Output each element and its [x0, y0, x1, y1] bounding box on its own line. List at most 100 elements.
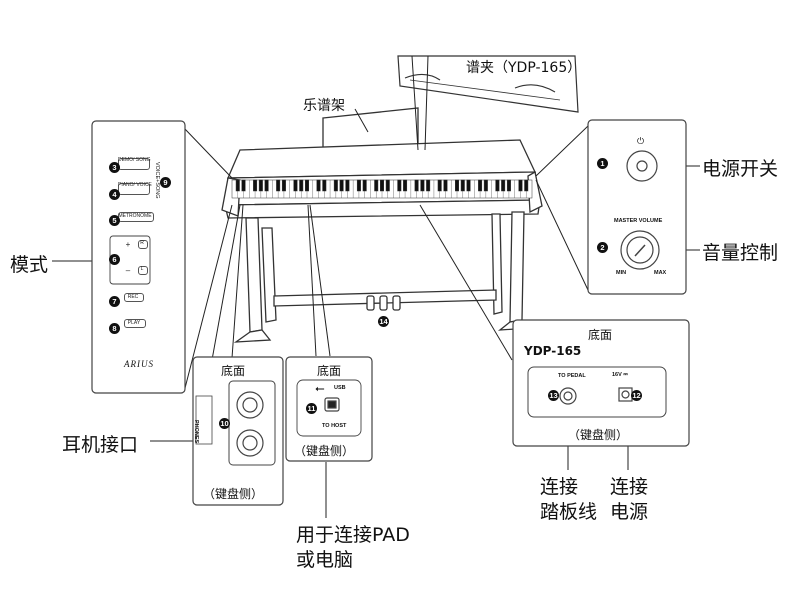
- mode-label: 模式: [10, 254, 49, 276]
- callout-11: 11: [306, 403, 317, 414]
- pedal-cable-line2: 踏板线: [540, 501, 598, 523]
- black-key: [264, 179, 269, 192]
- black-key: [466, 179, 471, 192]
- score-clip-label: 谱夹（YDP-165）: [466, 60, 582, 76]
- black-key: [518, 179, 523, 192]
- to-pedal-text: TO PEDAL: [558, 373, 586, 379]
- voice-song-side-text: VOICE+SONG: [154, 162, 160, 199]
- piano-voice-label: PIANO/ VOICE: [118, 182, 152, 188]
- black-key: [356, 179, 361, 192]
- black-key: [253, 179, 258, 192]
- pedal-cable-line1: 连接: [540, 476, 579, 498]
- phones-panel-frame: [192, 356, 284, 506]
- rec-label: REC: [127, 294, 139, 300]
- black-key: [420, 179, 425, 192]
- power-icon: ⏻: [637, 136, 645, 146]
- black-key: [501, 179, 506, 192]
- model-label: YDP-165: [524, 344, 582, 358]
- black-key: [483, 179, 488, 192]
- power-volume-frame: [587, 119, 687, 295]
- headphone-jack-label: 耳机接口: [62, 434, 139, 456]
- black-key: [426, 179, 431, 192]
- score-clip-inset: [397, 55, 579, 113]
- black-key: [362, 179, 367, 192]
- piano-voice-button[interactable]: [118, 183, 150, 195]
- black-key: [414, 179, 419, 192]
- r-label: R: [140, 240, 144, 246]
- callout-13: 13: [548, 390, 559, 401]
- power-source-line2: 电源: [610, 501, 649, 523]
- black-key: [524, 179, 529, 192]
- phones-bottom-label: 底面: [221, 364, 246, 378]
- brand-logo-text: ARIUS: [124, 359, 154, 369]
- black-key: [403, 179, 408, 192]
- callout-10: 10: [219, 418, 230, 429]
- black-key: [258, 179, 263, 192]
- black-key: [305, 179, 309, 192]
- phones-keyboard-side: （键盘侧）: [203, 487, 264, 501]
- to-host-text: TO HOST: [322, 423, 347, 429]
- min-text: MIN: [616, 270, 627, 276]
- r-button[interactable]: [138, 240, 148, 249]
- black-key: [339, 179, 344, 192]
- keyboard-keys: [231, 179, 533, 199]
- power-switch-label: 电源开关: [702, 158, 779, 180]
- piano-body: [221, 107, 543, 343]
- usb-text: USB: [334, 385, 346, 391]
- black-key: [345, 179, 350, 192]
- music-rest-label: 乐谱架: [303, 98, 345, 114]
- black-key: [333, 179, 338, 192]
- usb-icon: ⭠: [315, 381, 325, 395]
- phones-text: PHONES: [193, 420, 199, 444]
- metronome-label: METRONOME: [118, 213, 152, 219]
- black-key: [316, 179, 321, 192]
- minus-label: –: [125, 266, 131, 275]
- volume-control-label: 音量控制: [702, 242, 779, 264]
- black-key: [276, 179, 281, 192]
- l-label: L: [140, 266, 144, 272]
- black-key: [241, 179, 246, 192]
- black-key: [281, 179, 286, 192]
- usb-keyboard-side: （键盘侧）: [294, 444, 355, 458]
- plus-label: +: [125, 240, 131, 249]
- rear-panel-frame: [512, 319, 690, 447]
- black-key: [322, 179, 327, 192]
- master-volume-text: MASTER VOLUME: [614, 218, 663, 224]
- l-button[interactable]: [138, 266, 148, 275]
- black-key: [380, 179, 384, 192]
- black-key: [293, 179, 298, 192]
- usb-panel-frame: [285, 356, 373, 462]
- usb-purpose-line1: 用于连接PAD: [296, 524, 410, 546]
- rear-bottom-label: 底面: [588, 328, 613, 342]
- usb-purpose-line2: 或电脑: [296, 549, 354, 571]
- black-key: [397, 179, 402, 192]
- black-key: [506, 179, 511, 192]
- black-key: [299, 179, 304, 192]
- callout-5: 5: [109, 215, 120, 226]
- callout-2: 2: [597, 242, 608, 253]
- black-key: [385, 179, 390, 192]
- callout-4: 4: [109, 189, 120, 200]
- black-key: [495, 179, 500, 192]
- black-key: [443, 179, 448, 192]
- dc-in-text: 16V ⎓: [612, 372, 628, 378]
- black-key: [374, 179, 379, 192]
- black-key: [437, 179, 442, 192]
- callout-1: 1: [597, 158, 608, 169]
- callout-7: 7: [109, 296, 120, 307]
- black-key: [460, 179, 465, 192]
- black-key: [235, 179, 240, 192]
- callout-6: 6: [109, 254, 120, 265]
- play-label: PLAY: [127, 320, 141, 326]
- play-button[interactable]: [124, 319, 146, 328]
- usb-bottom-label: 底面: [317, 364, 342, 378]
- demo-song-label: DEMO/ SONG: [118, 157, 151, 163]
- callout-14: 14: [378, 316, 389, 327]
- rear-keyboard-side: （键盘侧）: [568, 428, 629, 442]
- callout-3: 3: [109, 162, 120, 173]
- callout-12: 12: [631, 390, 642, 401]
- black-key: [478, 179, 483, 192]
- power-source-line1: 连接: [610, 476, 649, 498]
- max-text: MAX: [654, 270, 667, 276]
- rec-button[interactable]: [124, 293, 144, 302]
